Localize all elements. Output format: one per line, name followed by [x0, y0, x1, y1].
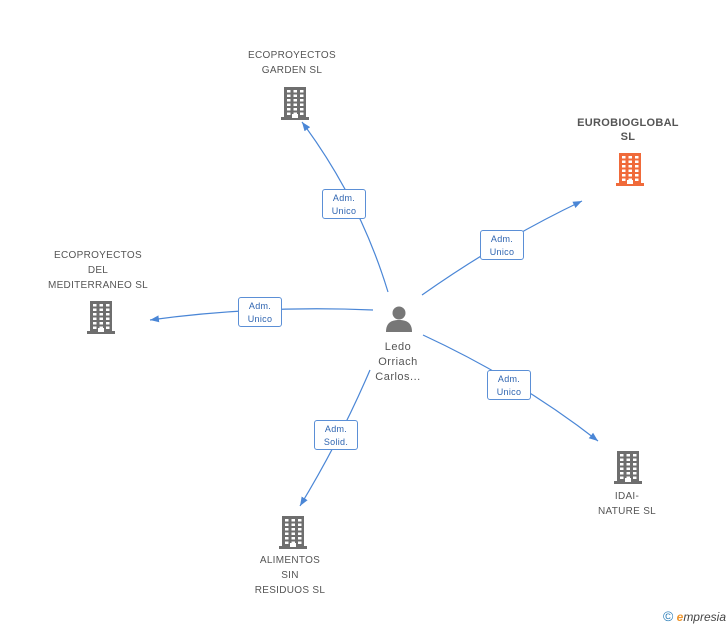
building-icon[interactable] [613, 450, 643, 489]
relation-role: Adm. [490, 234, 514, 244]
relation-role: Adm. [324, 424, 348, 434]
company-name-line: MEDITERRANEO SL [47, 280, 149, 291]
company-name-line: NATURE SL [597, 506, 657, 517]
relation-label-idai[interactable]: Adm. Unico [487, 370, 531, 400]
relation-type: Unico [489, 247, 515, 257]
company-label-eurobioglobal[interactable]: EUROBIOGLOBAL SL [568, 116, 688, 144]
company-name-line: RESIDUOS SL [254, 585, 326, 596]
company-name-line: SIN [281, 570, 299, 581]
relation-type: Unico [496, 387, 522, 397]
building-icon[interactable] [280, 86, 310, 125]
company-name-line: DEL [87, 265, 109, 276]
company-label-alimentos-sin-residuos[interactable]: ALIMENTOS SIN RESIDUOS SL [230, 553, 350, 598]
brand-logo-initial: e [676, 610, 684, 624]
building-icon[interactable] [278, 515, 308, 554]
company-label-ecoproyectos-garden[interactable]: ECOPROYECTOS GARDEN SL [232, 48, 352, 78]
relation-role: Adm. [497, 374, 521, 384]
brand-logo-text: mpresia [683, 610, 726, 624]
company-name-line: GARDEN SL [261, 65, 323, 76]
person-name-line: Carlos... [375, 371, 421, 383]
brand-footer: © empresia [663, 608, 726, 624]
relation-type: Unico [247, 314, 273, 324]
company-label-idai-nature[interactable]: IDAI- NATURE SL [567, 489, 687, 519]
company-name-line: ECOPROYECTOS [54, 250, 142, 261]
company-name-line: SL [620, 131, 636, 143]
relation-type: Unico [331, 206, 357, 216]
company-name-line: EUROBIOGLOBAL [577, 117, 679, 129]
person-name-line: Orriach [378, 356, 418, 368]
person-name-line: Ledo [384, 341, 412, 353]
relation-label-alimentos[interactable]: Adm. Solid. [314, 420, 358, 450]
building-icon[interactable] [615, 152, 645, 191]
relation-label-garden[interactable]: Adm. Unico [322, 189, 366, 219]
person-name[interactable]: Ledo Orriach Carlos... [358, 340, 438, 385]
relation-label-eurobioglobal[interactable]: Adm. Unico [480, 230, 524, 260]
company-name-line: ALIMENTOS [259, 555, 321, 566]
relation-role: Adm. [248, 301, 272, 311]
relation-role: Adm. [332, 193, 356, 203]
company-name-line: ECOPROYECTOS [248, 50, 336, 61]
relation-label-mediterraneo[interactable]: Adm. Unico [238, 297, 282, 327]
company-name-line: IDAI- [614, 491, 640, 502]
copyright-icon: © [662, 608, 674, 624]
building-icon[interactable] [86, 300, 116, 339]
person-icon[interactable] [385, 304, 413, 332]
relation-type: Solid. [323, 437, 349, 447]
company-label-ecoproyectos-mediterraneo[interactable]: ECOPROYECTOS DEL MEDITERRANEO SL [38, 248, 158, 293]
